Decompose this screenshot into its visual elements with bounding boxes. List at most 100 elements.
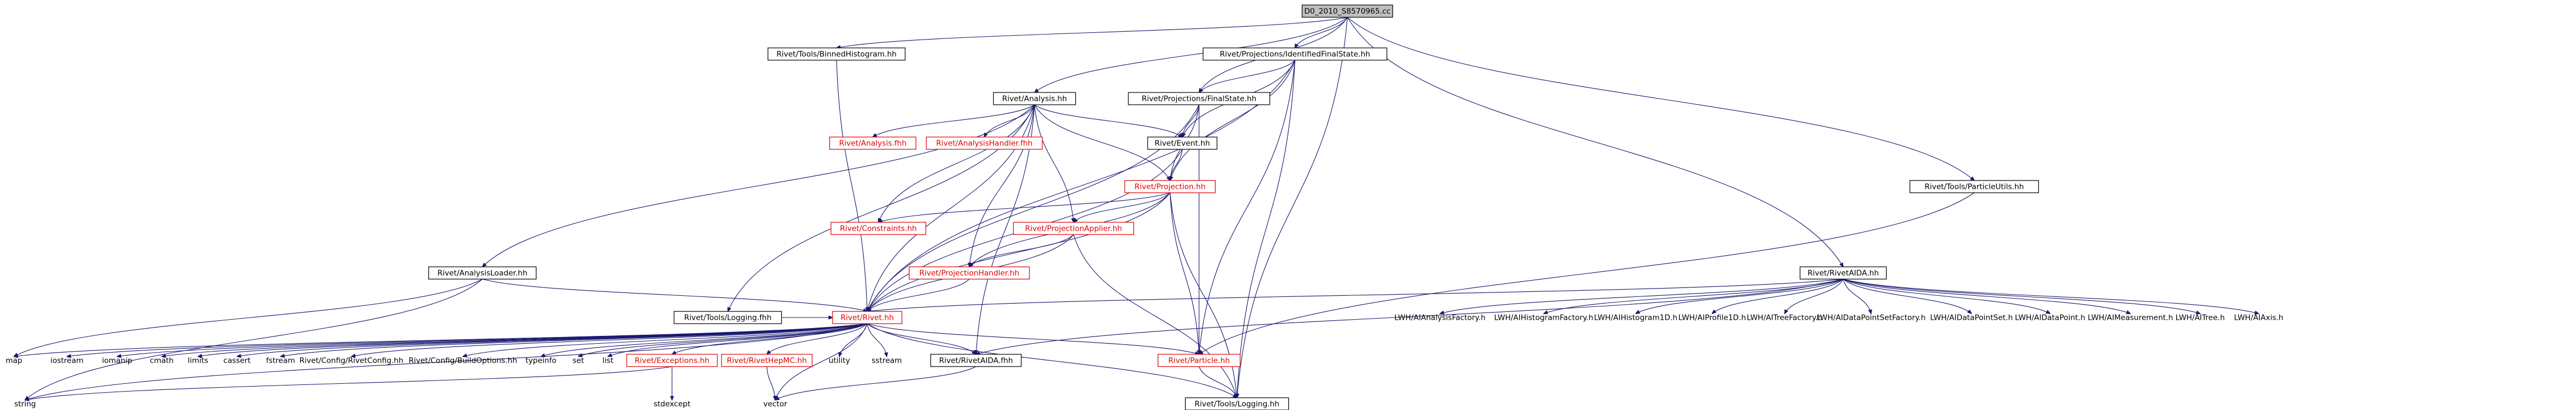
node-label: Rivet/Exceptions.hh bbox=[635, 357, 709, 365]
node-rivet[interactable]: Rivet/Rivet.hh bbox=[832, 311, 902, 324]
node-label: typeinfo bbox=[525, 357, 556, 365]
edge-binned-histogram-to-rivet bbox=[836, 60, 867, 311]
node-exceptions[interactable]: Rivet/Exceptions.hh bbox=[626, 354, 718, 367]
edge-event-to-projection bbox=[1170, 149, 1183, 180]
edge-analysis-to-analysis-fhh bbox=[873, 104, 1035, 137]
node-box bbox=[626, 354, 718, 367]
node-projection[interactable]: Rivet/Projection.hh bbox=[1124, 180, 1216, 193]
node-label: Rivet/Tools/Logging.fhh bbox=[684, 314, 772, 323]
node-cassert: cassert bbox=[224, 357, 251, 365]
node-list: list bbox=[602, 357, 613, 365]
node-typeinfo: typeinfo bbox=[525, 357, 556, 365]
edge-analysis-to-constraints bbox=[878, 104, 1035, 222]
node-aida-dps: LWH/AIDataPointSet.h bbox=[1930, 314, 2013, 323]
node-iostream: iostream bbox=[50, 357, 83, 365]
node-label: LWH/AIMeasurement.h bbox=[2087, 314, 2173, 323]
node-build-options: Rivet/Config/BuildOptions.hh bbox=[409, 357, 518, 365]
node-label: stdexcept bbox=[654, 400, 690, 409]
node-box bbox=[926, 136, 1043, 150]
edge-rivet-to-cassert bbox=[237, 323, 868, 357]
node-set: set bbox=[573, 357, 584, 365]
node-label: fstream bbox=[266, 357, 295, 365]
node-event[interactable]: Rivet/Event.hh bbox=[1147, 136, 1217, 150]
edge-rivet-aida-hh-to-aida-histogram1d bbox=[1636, 279, 1844, 314]
node-label: Rivet/Projection.hh bbox=[1134, 183, 1205, 192]
node-box bbox=[1910, 180, 2039, 193]
edge-rivet-aida-hh-to-aida-analysis-factory bbox=[1440, 279, 1844, 314]
edge-rivet-to-rivet-aida-fhh bbox=[867, 323, 976, 354]
node-map: map bbox=[6, 357, 22, 365]
node-label: Rivet/ProjectionApplier.hh bbox=[1025, 224, 1122, 233]
node-label: Rivet/Projections/FinalState.hh bbox=[1142, 95, 1256, 104]
node-box bbox=[1124, 180, 1216, 193]
node-box bbox=[930, 354, 1022, 367]
node-particle-utils[interactable]: Rivet/Tools/ParticleUtils.hh bbox=[1910, 180, 2039, 193]
node-final-state[interactable]: Rivet/Projections/FinalState.hh bbox=[1128, 92, 1270, 105]
node-rivet-aida-hh[interactable]: Rivet/RivetAIDA.hh bbox=[1800, 266, 1887, 280]
edge-final-state-to-event bbox=[1182, 104, 1200, 137]
node-aida-profile1d: LWH/AIProfile1D.h bbox=[1678, 314, 1746, 323]
edge-rivet-to-particle bbox=[867, 323, 1199, 354]
edge-root-to-rivet-aida-hh bbox=[1347, 17, 1843, 267]
edge-final-state-to-rivet bbox=[867, 104, 1200, 311]
node-aida-histogram-factory: LWH/AIHistogramFactory.h bbox=[1494, 314, 1593, 323]
node-box bbox=[1800, 266, 1887, 280]
node-label: LWH/AIDataPoint.h bbox=[2015, 314, 2085, 323]
edge-projection-applier-to-logging-hh bbox=[1073, 234, 1237, 398]
edge-projection-to-logging-hh bbox=[1169, 192, 1237, 398]
node-logging-fhh[interactable]: Rivet/Tools/Logging.fhh bbox=[673, 311, 782, 324]
edge-rivet-aida-hh-to-aida-measurement bbox=[1843, 279, 2130, 314]
edge-analysis-to-event bbox=[1034, 104, 1182, 137]
node-label: Rivet/Rivet.hh bbox=[840, 314, 893, 323]
node-label: Rivet/RivetHepMC.hh bbox=[727, 357, 807, 365]
node-constraints[interactable]: Rivet/Constraints.hh bbox=[830, 222, 926, 235]
node-label: Rivet/ProjectionHandler.hh bbox=[919, 269, 1019, 278]
edge-projection-to-rivet bbox=[867, 192, 1171, 311]
node-particle[interactable]: Rivet/Particle.hh bbox=[1157, 354, 1241, 367]
edge-rivet-aida-hh-to-aida-dp bbox=[1843, 279, 2050, 314]
edge-rivet-aida-fhh-to-vector bbox=[775, 366, 977, 400]
node-box bbox=[830, 222, 926, 235]
node-rivet-aida-fhh[interactable]: Rivet/RivetAIDA.fhh bbox=[930, 354, 1022, 367]
node-root[interactable]: D0_2010_S8570965.cc bbox=[1302, 4, 1393, 18]
node-label: LWH/AIDataPointSet.h bbox=[1930, 314, 2013, 323]
node-projection-applier[interactable]: Rivet/ProjectionApplier.hh bbox=[1013, 222, 1134, 235]
node-analysis[interactable]: Rivet/Analysis.hh bbox=[993, 92, 1076, 105]
node-logging-hh[interactable]: Rivet/Tools/Logging.hh bbox=[1185, 397, 1289, 410]
node-analysis-handler-fhh[interactable]: Rivet/AnalysisHandler.fhh bbox=[926, 136, 1043, 150]
node-label: limits bbox=[188, 357, 209, 365]
edge-analysis-loader-to-rivet bbox=[482, 279, 867, 311]
node-binned-histogram[interactable]: Rivet/Tools/BinnedHistogram.hh bbox=[767, 47, 906, 61]
node-rivet-config: Rivet/Config/RivetConfig.hh bbox=[299, 357, 404, 365]
edge-rivet-aida-hh-to-aida-dps bbox=[1843, 279, 1971, 314]
edge-rivet-to-rivet-config bbox=[351, 323, 868, 357]
node-identified-fs[interactable]: Rivet/Projections/IdentifiedFinalState.h… bbox=[1202, 47, 1388, 61]
edge-rivet-to-sstream bbox=[867, 323, 887, 357]
node-limits: limits bbox=[188, 357, 209, 365]
edge-analysis-loader-to-map bbox=[14, 279, 483, 357]
node-stdexcept: stdexcept bbox=[654, 400, 690, 409]
node-rivet-hepmc[interactable]: Rivet/RivetHepMC.hh bbox=[721, 354, 813, 367]
node-label: LWH/AIDataPointSetFactory.h bbox=[1816, 314, 1926, 323]
node-vector: vector bbox=[763, 400, 787, 409]
node-analysis-loader[interactable]: Rivet/AnalysisLoader.hh bbox=[428, 266, 537, 280]
node-label: Rivet/Config/RivetConfig.hh bbox=[299, 357, 404, 365]
edge-analysis-to-projection bbox=[1034, 104, 1170, 180]
node-aida-axis: LWH/AIAxis.h bbox=[2234, 314, 2283, 323]
edge-analysis-loader-to-string bbox=[25, 279, 483, 400]
node-analysis-fhh[interactable]: Rivet/Analysis.fhh bbox=[829, 136, 916, 150]
edge-rivet-to-iostream bbox=[67, 323, 868, 357]
node-label: Rivet/Tools/Logging.hh bbox=[1195, 400, 1279, 409]
node-box bbox=[829, 136, 916, 150]
edge-rivet-to-logging-hh bbox=[867, 323, 1237, 398]
node-box bbox=[1013, 222, 1134, 235]
edge-rivet-aida-hh-to-aida-axis bbox=[1843, 279, 2259, 314]
edge-identified-fs-to-rivet bbox=[867, 60, 1296, 311]
node-label: utility bbox=[829, 357, 850, 365]
node-projection-handler[interactable]: Rivet/ProjectionHandler.hh bbox=[908, 266, 1030, 280]
edge-exceptions-to-string bbox=[25, 366, 673, 400]
node-label: Rivet/RivetAIDA.hh bbox=[1807, 269, 1879, 278]
edge-rivet-to-cmath bbox=[162, 323, 868, 357]
edge-rivet-aida-hh-to-aida-histogram-factory bbox=[1544, 279, 1844, 314]
